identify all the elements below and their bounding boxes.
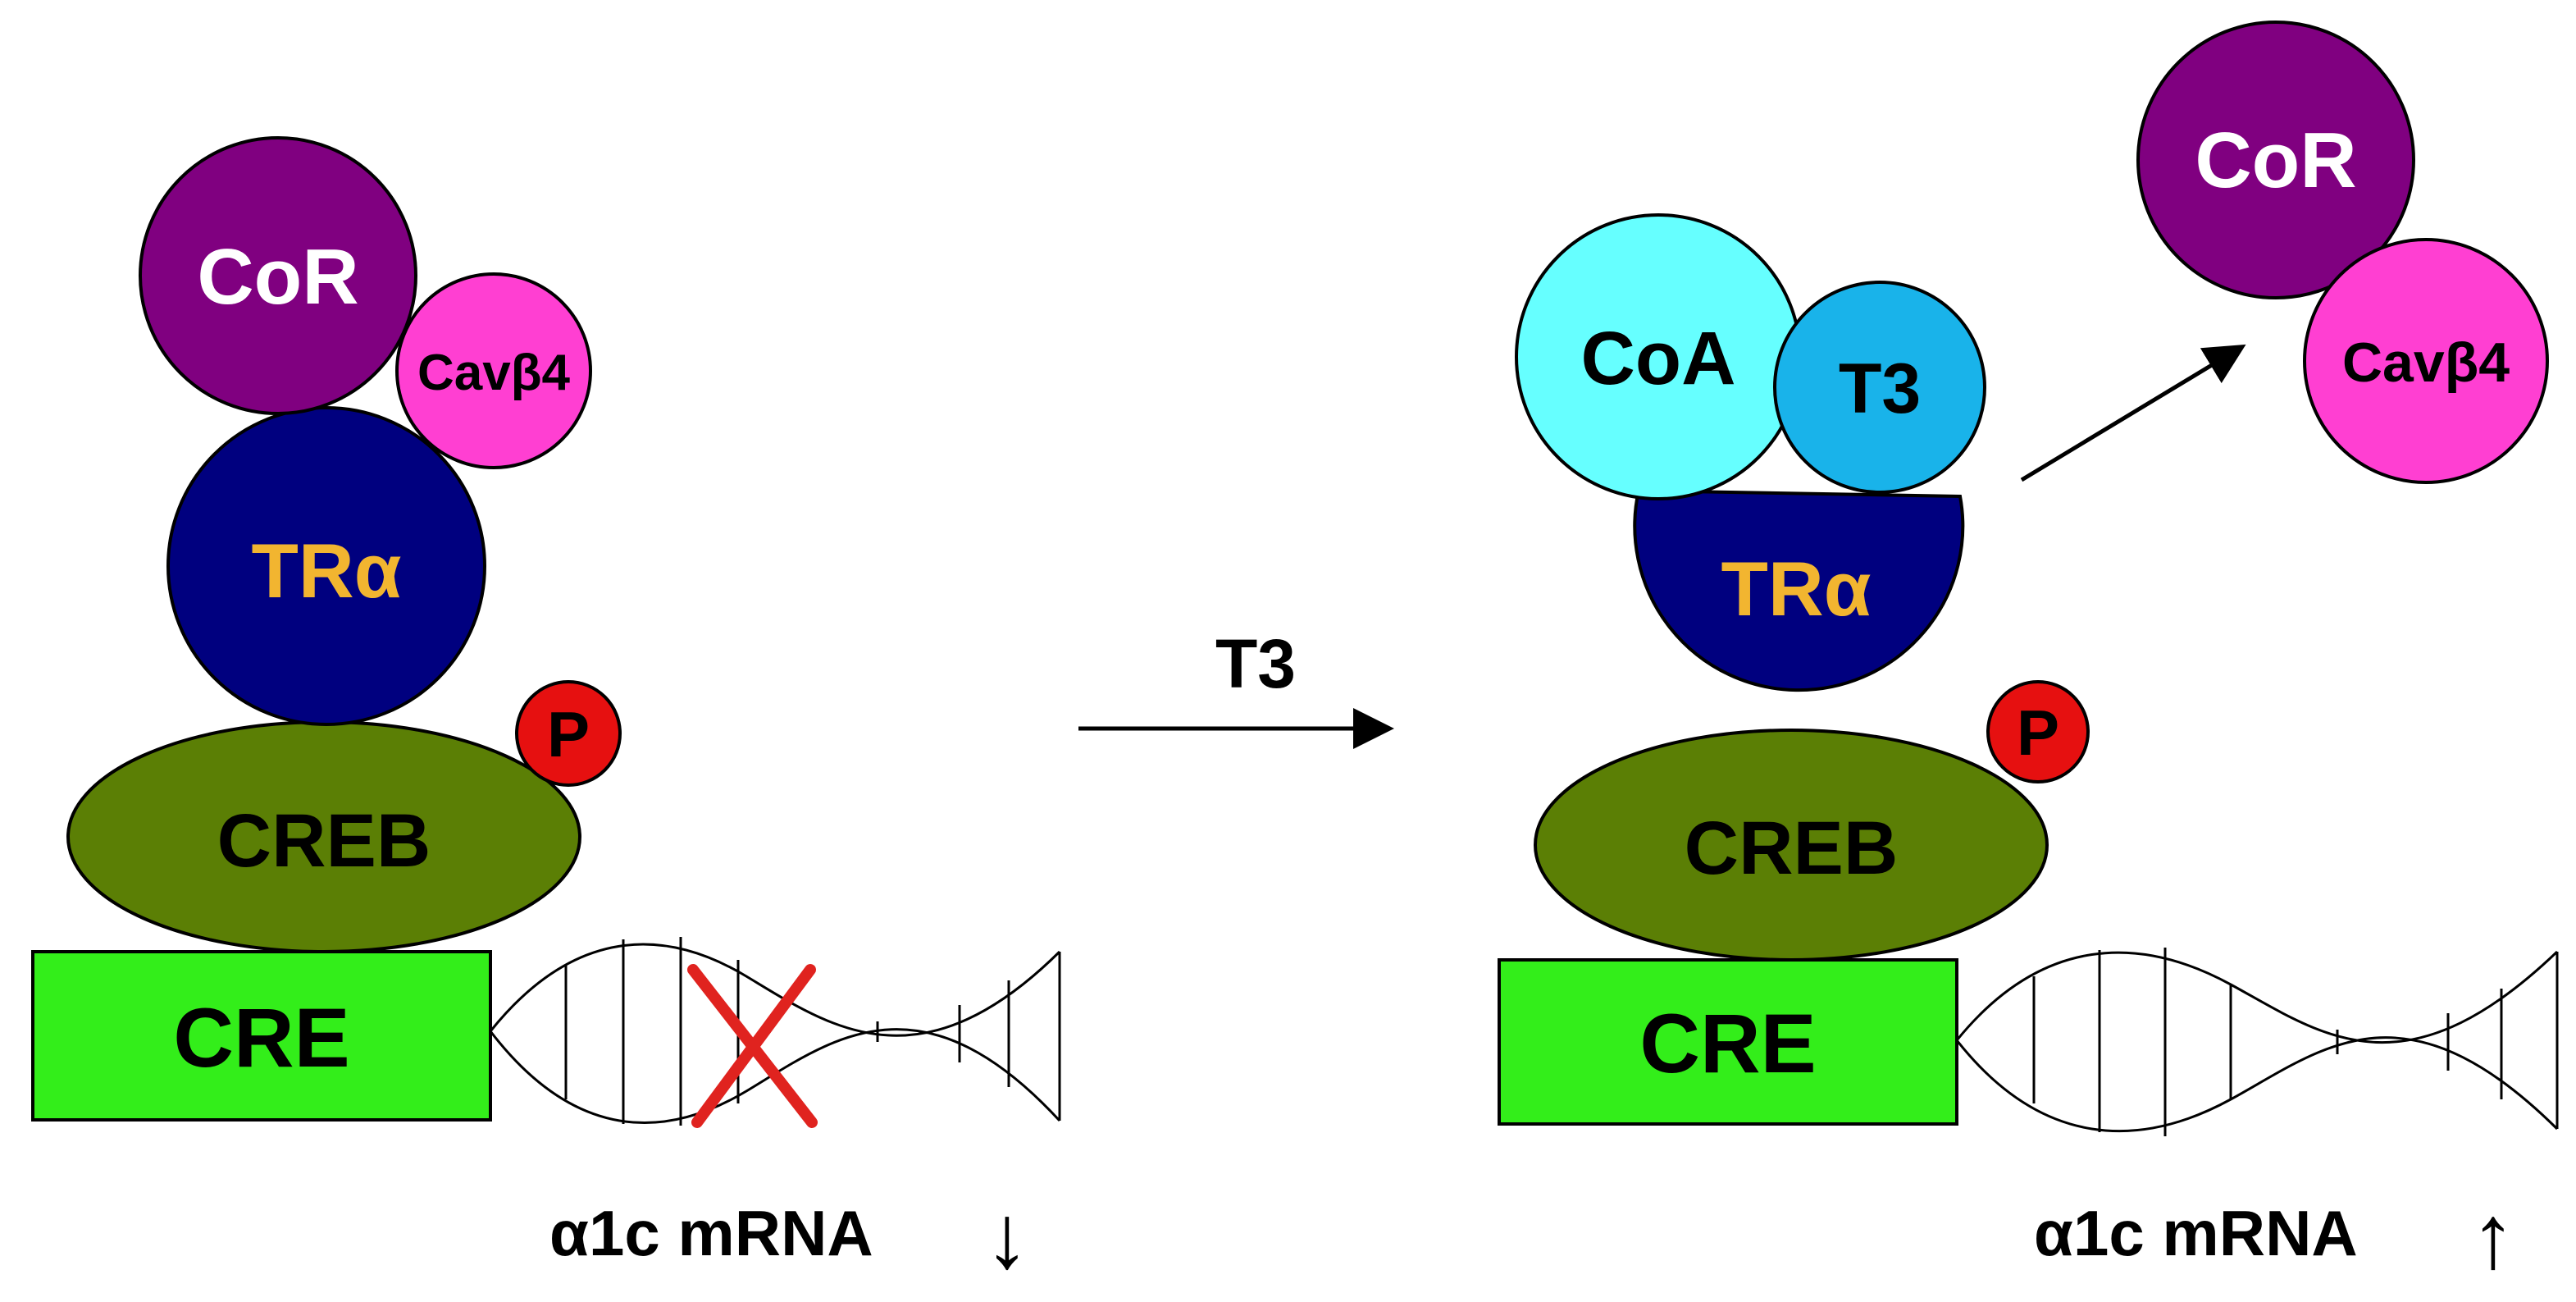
right-creb-label: CREB [1685,806,1899,890]
left-cre-box [31,950,492,1122]
right-dna-helix [1955,948,2559,1136]
right-cor-label: CoR [2195,116,2356,204]
left-cor-label: CoR [197,233,358,321]
right-cre-box [1498,958,1958,1126]
right-t3 [1773,281,1986,494]
right-coa-label: CoA [1580,317,1735,400]
right-mrna-up-arrow: ↑ [2471,1186,2516,1287]
right-phospho-badge [1986,680,2090,783]
left-tr-alpha [166,406,486,726]
left-block-x [687,964,818,1128]
right-panel: CRE CREB P TRα CoA T3 CoR Cavβ4 α1c mRNA… [1498,21,2559,1287]
left-cre-label: CRE [173,991,349,1085]
left-dna-helix [489,937,1061,1126]
left-cor [139,136,417,415]
left-cavb4-label: Cavβ4 [417,345,571,401]
right-creb [1534,729,2049,962]
middle-transition: T3 [1078,625,1394,749]
left-mrna-down-arrow: ↓ [985,1186,1030,1287]
right-tr-alpha-label: TRα [1721,546,1871,632]
left-phospho-label: P [547,698,590,770]
right-t3-label: T3 [1839,349,1921,428]
left-creb-label: CREB [217,799,431,883]
left-panel: CRE CREB P TRα Cavβ4 CoR α1c mRNA ↓ [31,136,1061,1287]
right-cavb4-label: Cavβ4 [2342,331,2510,394]
right-cre-label: CRE [1639,997,1816,1090]
left-tr-alpha-label: TRα [251,528,401,614]
right-tr-alpha [1633,488,1965,692]
left-mrna-label: α1c mRNA [549,1197,873,1269]
right-cavb4 [2303,238,2549,484]
right-phospho-label: P [2017,697,2059,769]
right-cor [2136,21,2415,299]
left-phospho-badge [515,680,622,787]
right-release-arrow [2020,344,2246,482]
middle-stimulus-label: T3 [1215,625,1296,702]
left-cavb4 [395,272,592,469]
right-mrna-label: α1c mRNA [2034,1197,2358,1269]
